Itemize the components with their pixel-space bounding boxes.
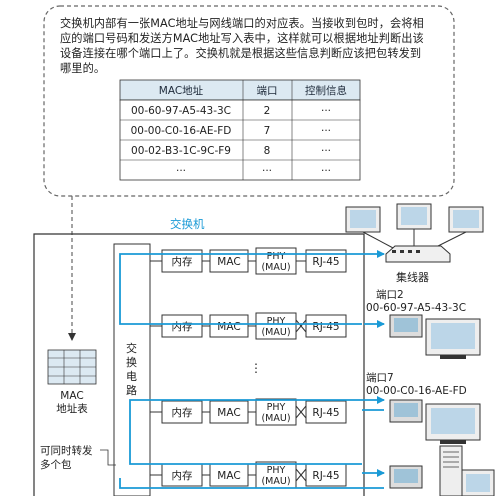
phy-block: [255, 312, 297, 340]
port-module-row: 内存 MAC PHY(MAU) RJ-45: [150, 312, 347, 340]
table-header-cell: MAC地址: [159, 84, 204, 97]
note-line: 设备连接在哪个端口上了。交换机就是根据这些信息判断应该把包转发到: [60, 47, 422, 60]
rows-ellipsis: ⋮: [250, 361, 262, 375]
table-header-cell: 端口: [257, 84, 278, 97]
concurrent-label-pointer: [100, 449, 116, 466]
mac-table-icon-label-1: MAC: [60, 390, 83, 402]
port2-computer: [389, 314, 481, 359]
hub-computers: [345, 203, 484, 263]
mau-label: (MAU): [261, 262, 290, 273]
port2-name: 端口2: [376, 288, 404, 301]
table-header-cell: 控制信息: [305, 84, 347, 97]
table-cell: 2: [264, 105, 271, 117]
mac-table-icon: [47, 349, 97, 385]
note-callout: [43, 5, 455, 197]
port-module-row: 内存 MAC PHY(MAU) RJ-45: [150, 247, 347, 275]
phy-block: [255, 398, 297, 426]
mac-table-icon-label-2: 地址表: [56, 402, 88, 415]
switch-enclosure: [33, 233, 365, 496]
port7-mac: 00-00-C0-16-AE-FD: [366, 385, 467, 397]
cross-line: [295, 405, 307, 419]
mac-label: MAC: [217, 321, 240, 333]
concurrent-label-2: 多个包: [40, 458, 72, 471]
note-line: 哪里的。: [60, 62, 106, 75]
table-cell: ···: [321, 105, 331, 117]
port2-mac: 00-60-97-A5-43-3C: [366, 302, 466, 314]
port7-name: 端口7: [366, 371, 394, 384]
memory-label: 内存: [172, 469, 193, 482]
rj45-block: [305, 400, 347, 424]
port7-computer: [389, 399, 481, 444]
port-module-row: 内存 MAC PHY(MAU) RJ-45: [150, 461, 347, 489]
table-cell: 8: [264, 145, 271, 157]
table-cell: 00-00-C0-16-AE-FD: [131, 125, 232, 137]
phy-label: PHY: [267, 251, 286, 262]
note-line: 应的端口号码和发送方MAC地址写入表中，这样就可以根据地址判断出该: [60, 32, 424, 45]
phy-label: PHY: [267, 402, 286, 413]
table-cell: 7: [264, 125, 271, 137]
rj45-label: RJ-45: [312, 470, 339, 482]
rj45-label: RJ-45: [312, 256, 339, 268]
memory-label: 内存: [172, 320, 193, 333]
rj45-label: RJ-45: [312, 321, 339, 333]
table-cell: 00-02-B3-1C-9C-F9: [131, 145, 231, 157]
memory-label: 内存: [172, 255, 193, 268]
rj45-label: RJ-45: [312, 407, 339, 419]
mac-label: MAC: [217, 407, 240, 419]
table-cell: 00-60-97-A5-43-3C: [131, 105, 231, 117]
table-cell: ···: [321, 125, 331, 137]
phy-label: PHY: [267, 465, 286, 476]
rj45-block: [305, 249, 347, 273]
mac-label: MAC: [217, 470, 240, 482]
table-cell: ···: [321, 165, 331, 177]
hub-label: 集线器: [396, 270, 429, 284]
table-cell: ···: [262, 165, 272, 177]
packet-paths: [119, 250, 385, 489]
port-module-row: 内存 MAC PHY(MAU) RJ-45: [150, 398, 347, 426]
mau-label: (MAU): [261, 413, 290, 424]
rj45-block: [305, 314, 347, 338]
mau-label: (MAU): [261, 327, 290, 338]
phy-block: [255, 247, 297, 275]
switch-title: 交换机: [170, 217, 205, 231]
memory-label: 内存: [172, 406, 193, 419]
cross-line: [295, 468, 307, 482]
concurrent-label-1: 可同时转发: [40, 444, 93, 457]
mau-label: (MAU): [261, 476, 290, 487]
table-cell: ···: [176, 165, 186, 177]
note-text: 交换机内部有一张MAC地址与网线端口的对应表。当接收到包时，会将相 应的端口号码…: [60, 16, 444, 76]
mac-address-table: MAC地址 端口 控制信息 00-60-97-A5-43-3C 2 ··· 00-00-C0…: [119, 79, 361, 181]
note-line: 交换机内部有一张MAC地址与网线端口的对应表。当接收到包时，会将相: [60, 17, 424, 30]
switching-circuit-label: 交 换 电 路: [126, 341, 141, 397]
table-cell: ···: [321, 145, 331, 157]
cross-line: [295, 319, 307, 333]
mac-label: MAC: [217, 256, 240, 268]
phy-label: PHY: [267, 316, 286, 327]
bottom-server: [389, 445, 495, 496]
